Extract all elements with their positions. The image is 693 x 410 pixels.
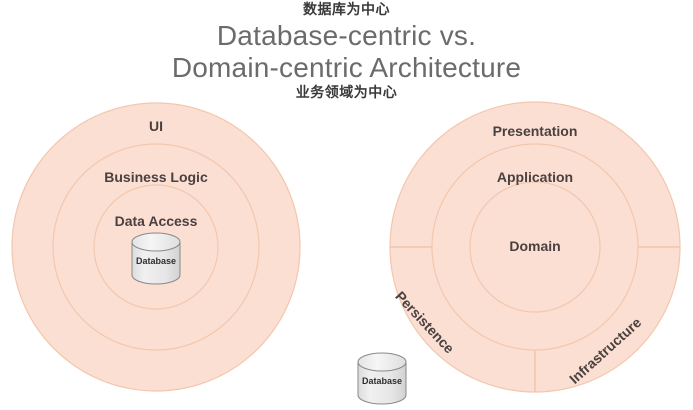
- right-circle-group: [389, 101, 681, 393]
- bottom-database-cylinder: [357, 352, 407, 405]
- left-database-cylinder: [131, 232, 181, 285]
- ring-domain: [469, 181, 601, 313]
